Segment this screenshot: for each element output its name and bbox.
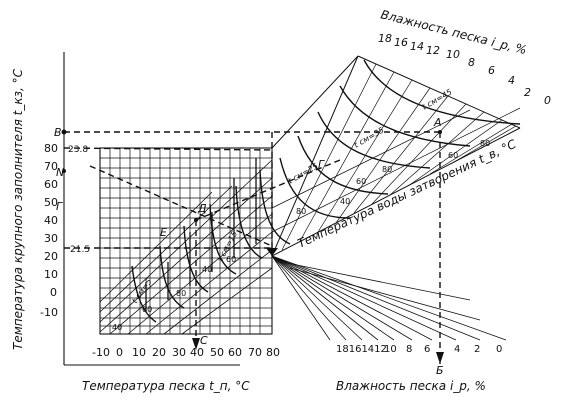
x-tick: 0 <box>116 346 123 359</box>
water-scale-ticks: 40 60 80 40 60 80 40 60 80 60 80 <box>112 139 490 332</box>
bottom-moisture-tick: 18161412 <box>336 344 387 355</box>
water-tick: 80 <box>296 207 306 216</box>
x-tick: 40 <box>190 346 204 359</box>
x-axis-ticks: -10 0 10 20 30 40 50 60 70 80 <box>92 346 280 359</box>
water-tick: 40 <box>202 265 212 274</box>
bottom-moisture-tick: 10 <box>384 344 397 355</box>
point-e: Е <box>160 226 167 239</box>
x-tick: -10 <box>92 346 110 359</box>
x-tick: 30 <box>172 346 186 359</box>
y-tick: 10 <box>44 268 58 281</box>
water-tick: 80 <box>382 165 392 174</box>
point-d: Д <box>197 202 207 215</box>
value-23-8: 23.8 <box>68 145 88 155</box>
water-axis-title: Температура воды затворения t_в, °C <box>295 137 518 251</box>
rungs <box>145 158 257 312</box>
bottom-moisture-tick: 6 <box>424 344 430 355</box>
water-tick: 60 <box>142 305 152 314</box>
water-tick: 60 <box>226 255 236 264</box>
moisture-fan <box>271 255 507 341</box>
water-tick: 60 <box>356 177 366 186</box>
temperature-curves <box>131 59 521 323</box>
left-frame <box>63 52 240 366</box>
top-moisture-tick: 16 <box>394 36 408 49</box>
letter-n: N <box>56 166 64 179</box>
bottom-moisture-ticks: 18161412 10 8 6 4 2 0 <box>336 344 502 355</box>
water-tick: 80 <box>176 289 186 298</box>
water-tick: 60 <box>448 151 458 160</box>
y-tick: 50 <box>44 196 58 209</box>
y-tick: 70 <box>44 160 58 173</box>
x-tick: 50 <box>210 346 224 359</box>
y-tick: 0 <box>50 286 57 299</box>
water-scale-lines <box>271 63 521 251</box>
top-moisture-tick: 0 <box>544 94 551 107</box>
point-g: Г <box>318 158 325 171</box>
water-tick: 80 <box>480 139 490 148</box>
water-tick: 40 <box>340 197 350 206</box>
bottom-moisture-tick: 8 <box>406 344 412 355</box>
y-tick: 40 <box>44 214 58 227</box>
x-axis-title: Температура песка t_п, °C <box>82 379 250 393</box>
x-tick: 10 <box>132 346 146 359</box>
letter-g-left: Г <box>56 200 63 213</box>
y-axis-ticks: 80 70 60 50 40 30 20 10 0 -10 <box>40 142 58 319</box>
y-tick: 60 <box>44 178 58 191</box>
bottom-moisture-tick: 2 <box>474 344 480 355</box>
bottom-moisture-title: Влажность песка i_p, % <box>336 379 486 393</box>
point-labels: A Е Д Г <box>160 116 442 239</box>
y-tick: -10 <box>40 306 58 319</box>
curve-label-25: t см=25 <box>287 161 320 185</box>
top-moisture-tick: 6 <box>488 64 495 77</box>
y-axis-title: Температура крупного заполнителя t_кз, °… <box>11 68 25 350</box>
top-moisture-tick: 12 <box>426 44 440 57</box>
value-21-5: 21.5 <box>70 245 90 255</box>
bottom-moisture-tick: 0 <box>496 344 502 355</box>
y-tick: 80 <box>44 142 58 155</box>
y-tick: 20 <box>44 250 58 263</box>
x-tick: 70 <box>248 346 262 359</box>
top-moisture-tick: 2 <box>524 86 531 99</box>
top-moisture-tick: 4 <box>508 74 515 87</box>
x-tick: 60 <box>228 346 242 359</box>
side-values: 23.8 21.5 <box>68 145 90 255</box>
top-moisture-ticks: 18 16 14 12 10 8 6 4 2 0 <box>378 32 551 107</box>
dashed-lines <box>63 131 441 364</box>
bottom-letter-b: Б <box>436 364 444 377</box>
y-tick: 30 <box>44 232 58 245</box>
top-moisture-tick: 8 <box>468 56 475 69</box>
water-tick: 40 <box>112 323 122 332</box>
y-axis-letters: B N Г <box>54 126 64 213</box>
point-a: A <box>433 116 442 129</box>
top-moisture-tick: 18 <box>378 32 392 45</box>
x-letter-c: C <box>200 334 208 347</box>
x-tick: 80 <box>266 346 280 359</box>
x-tick: 20 <box>152 346 166 359</box>
bottom-moisture-tick: 4 <box>454 344 460 355</box>
arrow-markers <box>61 129 444 364</box>
letter-b: B <box>54 126 62 139</box>
top-moisture-tick: 10 <box>446 48 460 61</box>
top-moisture-tick: 14 <box>410 40 424 53</box>
